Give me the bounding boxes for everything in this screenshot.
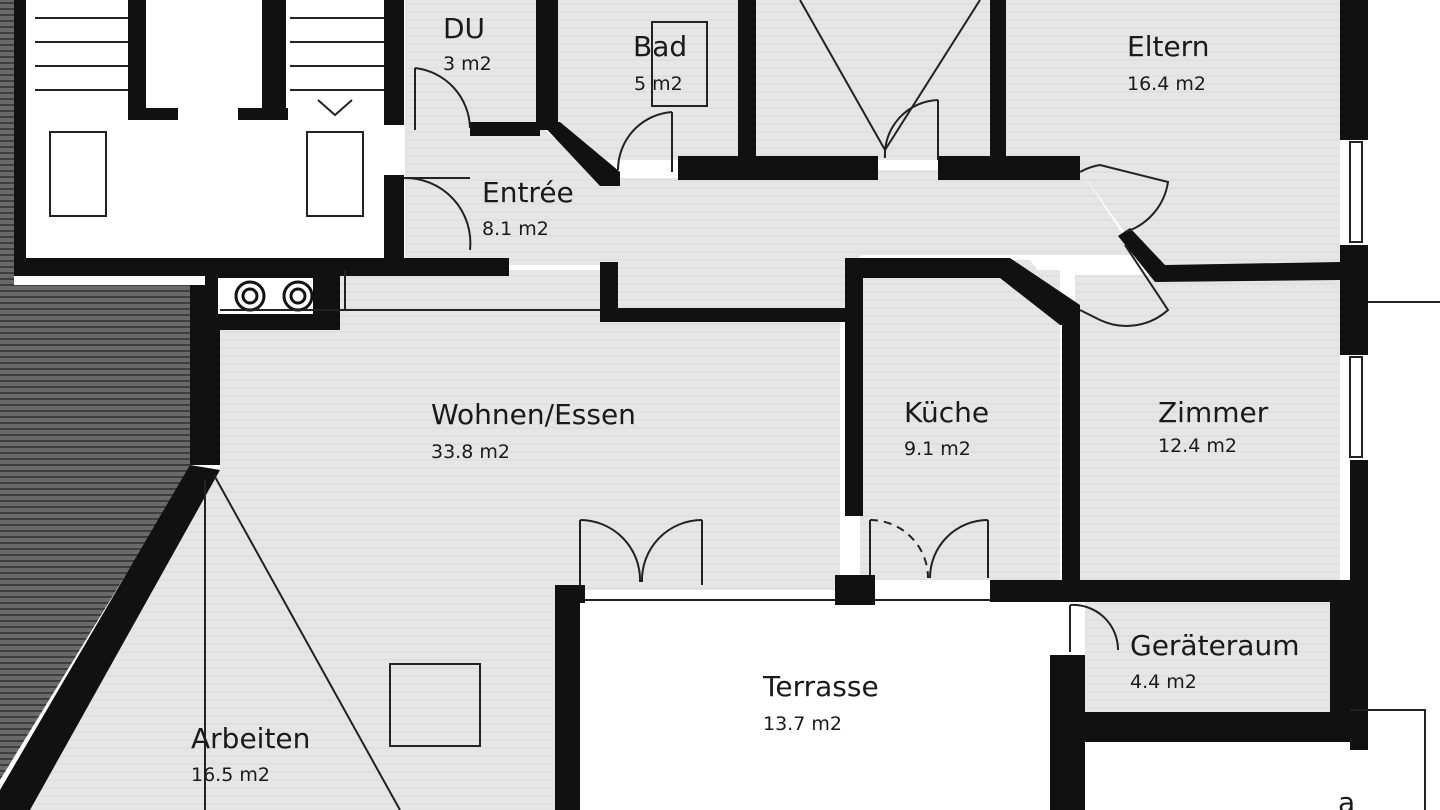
room-name-arbeiten: Arbeiten	[191, 722, 310, 755]
room-area-arbeiten: 16.5 m2	[191, 764, 270, 786]
room-labels: DU 3 m2 Bad 5 m2 Eltern 16.4 m2 Entrée 8…	[191, 12, 1355, 810]
room-name-geraeteraum: Geräteraum	[1130, 629, 1300, 662]
fixtures	[204, 0, 1440, 810]
room-name-du: DU	[443, 12, 485, 45]
room-area-kueche: 9.1 m2	[904, 438, 971, 460]
room-area-bad: 5 m2	[634, 73, 683, 95]
room-area-eltern: 16.4 m2	[1127, 73, 1206, 95]
room-area-geraeteraum: 4.4 m2	[1130, 671, 1197, 693]
room-name-eltern: Eltern	[1127, 30, 1209, 63]
room-area-entree: 8.1 m2	[482, 218, 549, 240]
corner-mark: a	[1338, 786, 1355, 810]
room-area-terrasse: 13.7 m2	[763, 713, 842, 735]
room-name-kueche: Küche	[904, 396, 989, 429]
floor-areas	[30, 0, 1340, 810]
terrace-floor	[575, 600, 1050, 795]
room-name-entree: Entrée	[482, 176, 574, 209]
room-area-du: 3 m2	[443, 53, 492, 75]
walls	[0, 0, 1368, 810]
room-area-zimmer: 12.4 m2	[1158, 435, 1237, 457]
room-name-wohnen: Wohnen/Essen	[431, 398, 636, 431]
room-name-zimmer: Zimmer	[1158, 396, 1269, 429]
stairwell	[22, 0, 392, 258]
room-name-terrasse: Terrasse	[762, 670, 879, 703]
room-name-bad: Bad	[633, 30, 687, 63]
hatched-exterior	[0, 285, 190, 780]
room-area-wohnen: 33.8 m2	[431, 441, 510, 463]
hatched-strip	[0, 0, 14, 285]
door-swings	[403, 67, 1170, 652]
